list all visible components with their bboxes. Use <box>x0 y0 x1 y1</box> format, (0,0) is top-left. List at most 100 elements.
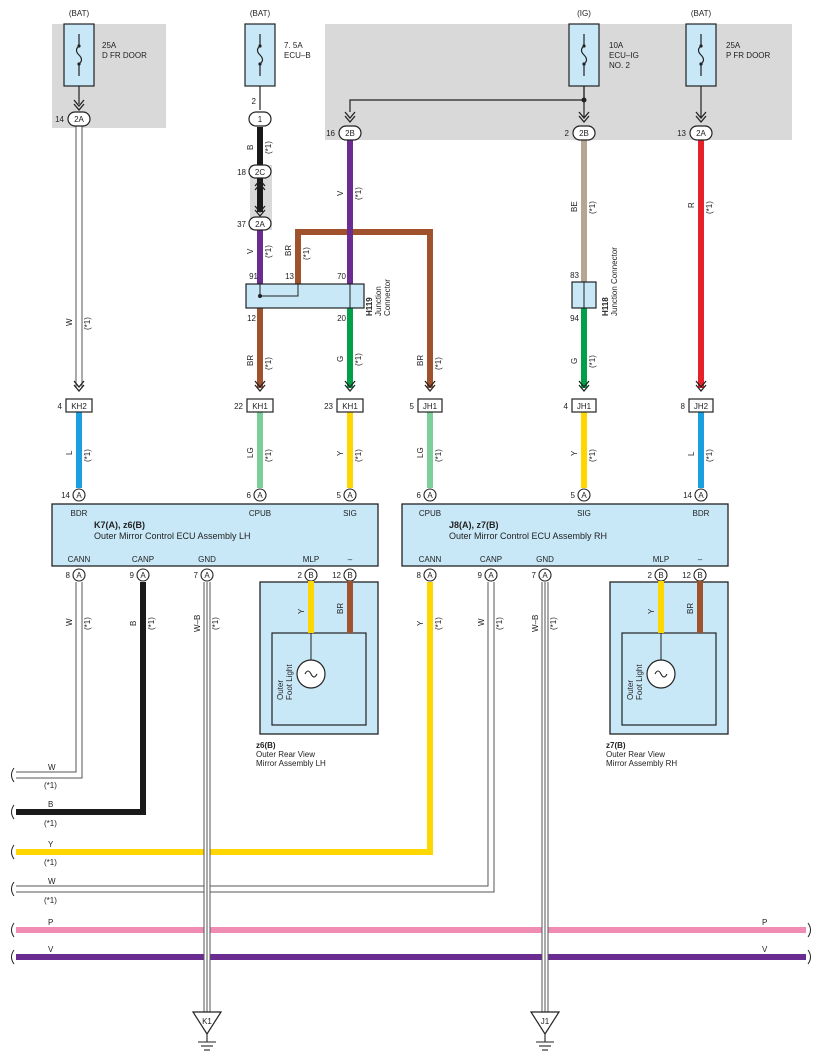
svg-text:BDR: BDR <box>693 509 710 518</box>
conn-ecub: 1 2 <box>248 97 272 127</box>
svg-text:A: A <box>542 571 548 580</box>
svg-text:SIG: SIG <box>343 509 357 518</box>
svg-text:12: 12 <box>332 571 341 580</box>
svg-text:(*1): (*1) <box>44 781 57 790</box>
svg-text:(*1): (*1) <box>705 201 714 214</box>
svg-text:(*1): (*1) <box>264 141 273 154</box>
svg-text:16: 16 <box>326 129 335 138</box>
svg-text:CPUB: CPUB <box>249 509 271 518</box>
fuse-ecub-source: (BAT) <box>250 9 271 18</box>
ground-j1: J1 <box>529 1011 561 1051</box>
svg-text:z7(B): z7(B) <box>606 741 626 750</box>
svg-text:W–B: W–B <box>193 615 202 632</box>
svg-text:MLP: MLP <box>653 555 669 564</box>
svg-text:1: 1 <box>258 115 263 124</box>
svg-text:SIG: SIG <box>577 509 591 518</box>
svg-text:V: V <box>246 248 255 254</box>
svg-text:G: G <box>570 358 579 364</box>
svg-text:Outer Mirror Control ECU Assem: Outer Mirror Control ECU Assembly RH <box>449 531 607 541</box>
svg-text:Y: Y <box>570 450 579 456</box>
fuse-dfr-source: (BAT) <box>69 9 90 18</box>
svg-text:V: V <box>48 945 54 954</box>
svg-text:LG: LG <box>416 447 425 458</box>
svg-text:CPUB: CPUB <box>419 509 441 518</box>
mirror-assembly-rh: Outer Foot Light z7(B) Outer Rear View M… <box>606 581 729 768</box>
svg-text:4: 4 <box>564 402 569 411</box>
svg-text:W–B: W–B <box>531 615 540 632</box>
svg-text:(*1): (*1) <box>83 449 92 462</box>
svg-text:Y: Y <box>647 608 656 614</box>
svg-text:B: B <box>347 571 352 580</box>
svg-text:A: A <box>257 491 263 500</box>
svg-text:12: 12 <box>682 571 691 580</box>
svg-text:23: 23 <box>324 402 333 411</box>
svg-text:13: 13 <box>285 272 294 281</box>
svg-text:2C: 2C <box>255 168 265 177</box>
inline-conn-jh1-5: JH1 5 <box>410 380 443 413</box>
fuse-area-ig <box>325 24 792 140</box>
svg-text:(*1): (*1) <box>44 819 57 828</box>
wire-w-canp-rh <box>16 582 495 893</box>
svg-text:6: 6 <box>417 491 422 500</box>
svg-text:2: 2 <box>252 97 257 106</box>
svg-text:z6(B): z6(B) <box>256 741 276 750</box>
svg-text:Y: Y <box>297 608 306 614</box>
svg-text:2A: 2A <box>255 220 265 229</box>
svg-text:2: 2 <box>298 571 303 580</box>
svg-text:GND: GND <box>198 555 216 564</box>
svg-text:V: V <box>336 190 345 196</box>
wire-break-marks-left <box>11 767 15 965</box>
svg-text:GND: GND <box>536 555 554 564</box>
svg-text:(*1): (*1) <box>705 449 714 462</box>
fuse-ecub-name: ECU–B <box>284 51 311 60</box>
svg-text:Outer Mirror Control ECU Assem: Outer Mirror Control ECU Assembly LH <box>94 531 251 541</box>
svg-text:94: 94 <box>570 314 579 323</box>
wire-y-cann-rh <box>16 582 433 855</box>
svg-text:A: A <box>140 571 146 580</box>
svg-text:JH2: JH2 <box>694 402 709 411</box>
svg-text:(*1): (*1) <box>354 187 363 200</box>
svg-text:J8(A), z7(B): J8(A), z7(B) <box>449 520 499 530</box>
svg-text:2B: 2B <box>579 129 589 138</box>
wire-labels: W (*1) L (*1) B (*1) V (*1) BR (*1) LG (… <box>44 141 768 954</box>
svg-text:BR: BR <box>336 603 345 614</box>
inline-conn-kh1-23: KH1 23 <box>324 380 364 413</box>
h118-junction-connector: 83 94 H118 Junction Connector <box>570 247 619 323</box>
svg-text:Outer Rear View: Outer Rear View <box>606 750 665 759</box>
svg-text:(*1): (*1) <box>211 617 220 630</box>
svg-text:Y: Y <box>48 840 54 849</box>
svg-text:J1: J1 <box>541 1017 550 1026</box>
wire-br-13 <box>295 229 433 388</box>
svg-text:14: 14 <box>55 115 64 124</box>
svg-text:A: A <box>581 491 587 500</box>
svg-text:14: 14 <box>683 491 692 500</box>
conn-ecuig: 2B 2 <box>565 125 596 141</box>
inline-conn-jh1-4: JH1 4 <box>564 380 597 413</box>
ecu-rh: J8(A), z7(B) Outer Mirror Control ECU As… <box>401 488 729 582</box>
svg-text:V: V <box>762 945 768 954</box>
svg-text:Outer: Outer <box>276 680 285 700</box>
svg-text:(*1): (*1) <box>495 617 504 630</box>
svg-text:Connector: Connector <box>383 279 392 316</box>
svg-text:K1: K1 <box>202 1017 212 1026</box>
ecu-lh: K7(A), z6(B) Outer Mirror Control ECU As… <box>51 488 379 582</box>
svg-text:(*1): (*1) <box>434 449 443 462</box>
svg-text:JH1: JH1 <box>577 402 592 411</box>
svg-text:8: 8 <box>66 571 71 580</box>
svg-text:(*1): (*1) <box>588 355 597 368</box>
svg-text:4: 4 <box>58 402 63 411</box>
fuse-ecuig-name1: ECU–IG <box>609 51 639 60</box>
svg-text:(*1): (*1) <box>147 617 156 630</box>
svg-text:(*1): (*1) <box>588 449 597 462</box>
svg-text:–: – <box>348 555 353 564</box>
svg-text:5: 5 <box>571 491 576 500</box>
svg-text:(*1): (*1) <box>264 357 273 370</box>
svg-text:7: 7 <box>194 571 199 580</box>
svg-text:H118: H118 <box>601 297 610 316</box>
fuse-ecuig-source: (IG) <box>577 9 591 18</box>
svg-text:18: 18 <box>237 168 246 177</box>
svg-text:Y: Y <box>416 620 425 626</box>
svg-text:B: B <box>48 800 53 809</box>
